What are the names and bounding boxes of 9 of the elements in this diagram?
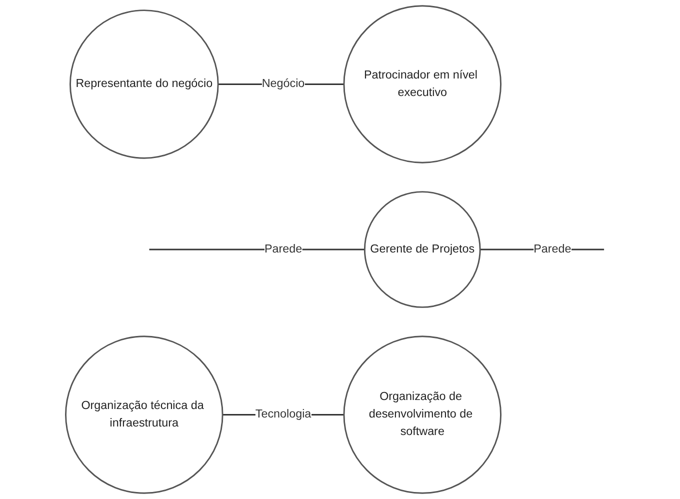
node-circle: Representante do negócio	[70, 10, 219, 159]
node-circle: Patrocinador em nível executivo	[343, 5, 502, 164]
edge-label: Negócio	[262, 78, 305, 90]
node-circle: Gerente de Projetos	[364, 191, 481, 308]
edge-label: Parede	[534, 242, 572, 256]
edge-label: Parede	[264, 242, 302, 256]
node-circle: Organização de desenvolvimento de software	[343, 336, 502, 494]
node-circle: Organização técnica da infraestrutura	[65, 336, 224, 494]
edge-label: Tecnologia	[255, 408, 312, 421]
